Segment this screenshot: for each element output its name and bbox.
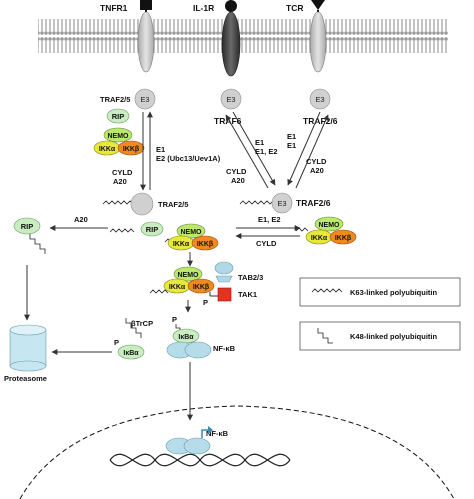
svg-text:E1: E1 <box>287 132 296 141</box>
svg-text:E3: E3 <box>277 199 286 208</box>
svg-text:CYLD: CYLD <box>226 167 247 176</box>
tcr-label: TCR <box>286 3 303 13</box>
svg-text:IKKβ: IKKβ <box>335 235 352 242</box>
legend-k48: K48-linked polyubiquitin <box>299 321 461 351</box>
svg-text:E1: E1 <box>255 138 264 147</box>
svg-text:A20: A20 <box>113 177 127 186</box>
legend-k63-label: K63-linked polyubiquitin <box>350 288 438 297</box>
svg-text:TAK1: TAK1 <box>238 290 257 299</box>
tcr-receptor: TCR <box>286 0 327 73</box>
svg-text:RIP: RIP <box>146 225 159 234</box>
svg-text:E1, E2: E1, E2 <box>255 147 278 156</box>
svg-text:NF-κB: NF-κB <box>206 429 229 438</box>
svg-text:E1: E1 <box>156 145 165 154</box>
arrow-traf26-up <box>295 114 329 189</box>
e3-traf26-top: E3 TRAF2/6 <box>303 88 338 126</box>
ikba-nfkb-complex: P IκBα NF-κB <box>166 315 236 359</box>
svg-text:NF-κB: NF-κB <box>213 344 236 353</box>
svg-text:A20: A20 <box>74 215 88 224</box>
e3-traf25: E3 TRAF2/5 <box>100 88 156 110</box>
rip-left-k48: RIP <box>13 217 46 254</box>
svg-text:CYLD: CYLD <box>112 168 133 177</box>
rip-ikk-complex-top: RIP NEMO IKKα IKKβ <box>93 108 145 156</box>
svg-text:IKKα: IKKα <box>173 241 190 248</box>
svg-text:IKKα: IKKα <box>311 235 328 242</box>
arrow-traf6-up <box>225 114 269 189</box>
legend-k63: K63-linked polyubiquitin <box>299 277 461 307</box>
svg-text:E1: E1 <box>287 141 296 150</box>
svg-text:IKKα: IKKα <box>99 146 116 153</box>
svg-text:P: P <box>203 298 208 307</box>
ikk-complex-right: NEMO IKKα IKKβ <box>295 216 357 245</box>
svg-text:E2 (Ubc13/Uev1A): E2 (Ubc13/Uev1A) <box>156 154 221 163</box>
ikk-tak1-complex: NEMO IKKα IKKβ TAB2/3 TAK1 P <box>149 261 263 307</box>
svg-text:A20: A20 <box>310 166 324 175</box>
svg-text:E3: E3 <box>140 95 149 104</box>
svg-text:P: P <box>114 338 119 347</box>
svg-text:IKKβ: IKKβ <box>193 284 210 291</box>
svg-text:TRAF2/5: TRAF2/5 <box>158 200 188 209</box>
svg-text:IKKβ: IKKβ <box>123 146 140 153</box>
svg-text:IKKβ: IKKβ <box>197 241 214 248</box>
svg-text:IKKα: IKKα <box>169 284 186 291</box>
il1r-label: IL-1R <box>193 3 214 13</box>
svg-text:NEMO: NEMO <box>108 133 130 140</box>
traf26-ubiquitinated: E3 TRAF2/6 <box>239 192 331 214</box>
svg-text:IκBα: IκBα <box>178 334 194 341</box>
svg-text:NEMO: NEMO <box>178 272 200 279</box>
rip-ikk-complex-middle: RIP NEMO IKKα IKKβ <box>109 221 219 251</box>
svg-text:Proteasome: Proteasome <box>4 374 47 383</box>
svg-text:NEMO: NEMO <box>319 222 341 229</box>
tnfr1-label: TNFR1 <box>100 3 128 13</box>
svg-text:CYLD: CYLD <box>306 157 327 166</box>
svg-text:NEMO: NEMO <box>181 229 203 236</box>
svg-text:TRAF2/6: TRAF2/6 <box>296 198 331 208</box>
svg-text:CYLD: CYLD <box>256 239 277 248</box>
plasma-membrane <box>38 18 448 54</box>
legend-k48-label: K48-linked polyubiquitin <box>350 332 438 341</box>
traf25-top-label: TRAF2/5 <box>100 95 130 104</box>
dna-helix <box>109 453 291 467</box>
tnfr1-receptor: TNFR1 <box>100 0 155 73</box>
arrow-traf26-down <box>287 111 321 186</box>
nfkb-on-dna: NF-κB <box>165 426 229 455</box>
svg-text:A20: A20 <box>231 176 245 185</box>
svg-text:βTrCP: βTrCP <box>131 319 153 328</box>
svg-text:P: P <box>172 315 177 324</box>
arrow-traf6-down <box>232 111 276 186</box>
svg-text:E3: E3 <box>315 95 324 104</box>
svg-text:E3: E3 <box>226 95 235 104</box>
svg-text:TAB2/3: TAB2/3 <box>238 273 263 282</box>
proteasome: Proteasome <box>4 324 47 383</box>
traf25-ubiquitinated: TRAF2/5 <box>102 192 188 216</box>
svg-text:IκBα: IκBα <box>123 350 139 357</box>
svg-text:E1, E2: E1, E2 <box>258 215 281 224</box>
traf26-top-label: TRAF2/6 <box>303 116 338 126</box>
svg-text:RIP: RIP <box>112 112 125 121</box>
nuclear-envelope <box>19 405 455 499</box>
il1r-receptor: IL-1R <box>193 0 241 77</box>
svg-text:RIP: RIP <box>21 222 34 231</box>
ikba-btrcp-k48: βTrCP P IκBα <box>114 318 153 360</box>
